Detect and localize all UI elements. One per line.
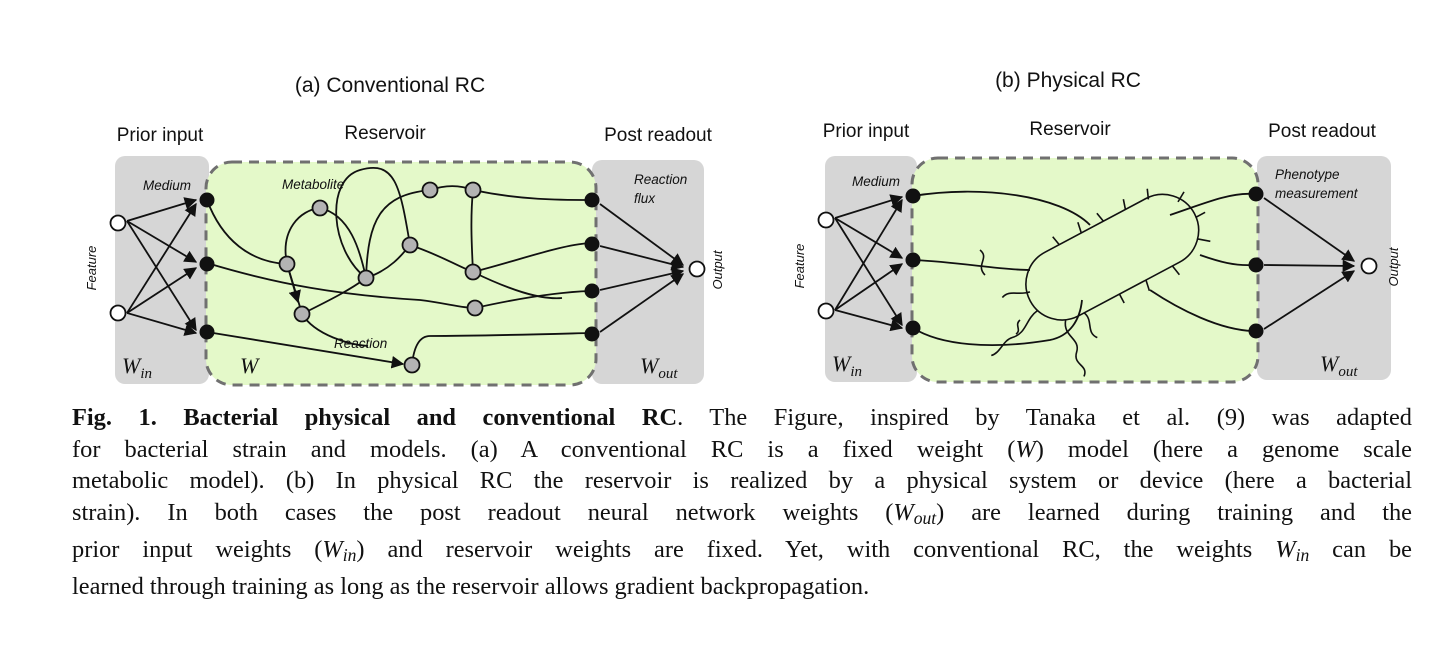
metabolite-node: [403, 356, 421, 374]
panel-b-wout-label: Wout: [1320, 351, 1358, 380]
caption-text: . The Figure, inspired by Tanaka et al. …: [677, 404, 1413, 431]
panel-a-post-box: [592, 160, 704, 384]
panel-a-output-label: Output: [710, 249, 725, 289]
readout-node: [1248, 257, 1264, 273]
panel-b-black-nodes: [905, 186, 1264, 339]
panel-b-title: (b) Physical RC: [995, 69, 1141, 92]
input-node: [199, 256, 215, 272]
caption-line-6: learned through training as long as the …: [72, 573, 870, 601]
panel-b-phenotype-label-1: Phenotype: [1275, 167, 1340, 182]
caption-fig-label: Fig. 1. Bacterial physical and conventio…: [72, 404, 678, 431]
caption-text: prior input weights (: [72, 535, 323, 563]
metabolite-node: [401, 236, 419, 254]
metabolite-node: [311, 199, 329, 217]
panel-b-output-node: [1360, 257, 1378, 275]
panel-b-output-label: Output: [1386, 246, 1401, 286]
panel-b-prior-header: Prior input: [823, 121, 910, 142]
input-node: [905, 188, 921, 204]
panel-a-input-arrows: [126, 197, 198, 336]
panel-a-black-nodes: [199, 192, 600, 342]
panel-b-reservoir-links: [912, 190, 1254, 347]
figure-diagram: (a) Conventional RC Prior input Reservoi…: [84, 69, 1401, 387]
panel-b-phenotype-label-2: measurement: [1275, 186, 1359, 201]
panel-b-feature-node-1: [817, 211, 835, 229]
panel-a-prior-header: Prior input: [117, 125, 204, 146]
panel-a-w-label: W: [240, 353, 260, 378]
panel-b-win-label: Win: [832, 351, 862, 380]
readout-node: [584, 326, 600, 342]
panel-b-input-arrows: [834, 194, 904, 332]
panel-a-feature-label: Feature: [84, 246, 99, 291]
panel-a-feature-node-2: [109, 304, 127, 322]
metabolite-node: [357, 269, 375, 287]
panel-b-post-header: Post readout: [1268, 121, 1376, 142]
panel-b-output-arrows: [1263, 197, 1356, 330]
readout-node: [1248, 323, 1264, 339]
caption-line-5: prior input weights (Win) and reservoir …: [72, 534, 1412, 571]
panel-a-medium-label: Medium: [143, 178, 191, 193]
metabolite-node: [421, 181, 439, 199]
caption-subscript: out: [913, 507, 937, 528]
panel-b-reservoir-header: Reservoir: [1029, 119, 1111, 140]
caption-text: ) and reservoir weights are fixed. Yet, …: [356, 535, 1276, 563]
panel-a-metabolite-nodes: [278, 181, 484, 374]
panel-a-reaction-label: Reaction: [334, 336, 387, 351]
panel-b-feature-label: Feature: [792, 244, 807, 289]
caption-line-1: Fig. 1. Bacterial physical and conventio…: [72, 402, 1412, 434]
caption-symbol: W: [322, 535, 343, 563]
panel-a-metabolite-label: Metabolite: [282, 177, 344, 192]
panel-a-output-arrows: [599, 203, 685, 333]
input-node: [199, 324, 215, 340]
caption-subscript: in: [342, 544, 357, 565]
panel-a-win-label: Win: [122, 353, 152, 382]
panel-a-post-header: Post readout: [604, 125, 712, 146]
panel-b-medium-label: Medium: [852, 174, 900, 189]
caption-line-2: for bacterial strain and models. (a) A c…: [72, 434, 1412, 466]
caption-symbol: W: [1015, 435, 1036, 463]
panel-a-flux-label-1: Reaction: [634, 172, 687, 187]
caption-line-3: metabolic model). (b) In physical RC the…: [72, 467, 1412, 494]
readout-node: [584, 283, 600, 299]
panel-b: (b) Physical RC Prior input Reservoir Po…: [792, 69, 1401, 384]
rc-diagram-svg: (a) Conventional RC Prior input Reservoi…: [84, 69, 1401, 387]
metabolite-node: [464, 263, 482, 281]
panel-a-reservoir: [204, 160, 598, 387]
input-node: [905, 252, 921, 268]
panel-a-reservoir-header: Reservoir: [344, 123, 426, 144]
metabolite-node: [278, 255, 296, 273]
metabolite-node: [464, 181, 482, 199]
caption-symbol: W: [893, 498, 914, 526]
panel-a-wout-label: Wout: [640, 353, 678, 382]
readout-node: [584, 192, 600, 208]
bacterium-icon: [979, 188, 1211, 377]
panel-b-prior-box: [825, 156, 917, 382]
figure-caption: Fig. 1. Bacterial physical and conventio…: [72, 402, 1412, 603]
caption-subscript: in: [1295, 544, 1310, 565]
metabolite-node: [293, 305, 311, 323]
panel-a-output-node: [688, 260, 706, 278]
caption-text: can be: [1309, 535, 1412, 563]
caption-text: ) are learned during training and the: [936, 498, 1413, 526]
caption-symbol: W: [1275, 535, 1296, 563]
panel-a: (a) Conventional RC Prior input Reservoi…: [84, 74, 725, 387]
caption-text: strain). In both cases the post readout …: [72, 498, 894, 526]
input-node: [199, 192, 215, 208]
metabolite-node: [466, 299, 484, 317]
readout-node: [1248, 186, 1264, 202]
caption-line-4: strain). In both cases the post readout …: [72, 497, 1412, 534]
panel-a-feature-node-1: [109, 214, 127, 232]
input-node: [905, 320, 921, 336]
panel-b-feature-node-2: [817, 302, 835, 320]
panel-b-post-box: [1257, 156, 1391, 380]
caption-text: ) model (here a genome scale: [1035, 435, 1412, 463]
panel-a-flux-label-2: flux: [634, 191, 656, 206]
readout-node: [584, 236, 600, 252]
panel-a-title: (a) Conventional RC: [295, 74, 485, 97]
caption-text: for bacterial strain and models. (a) A c…: [72, 435, 1016, 463]
